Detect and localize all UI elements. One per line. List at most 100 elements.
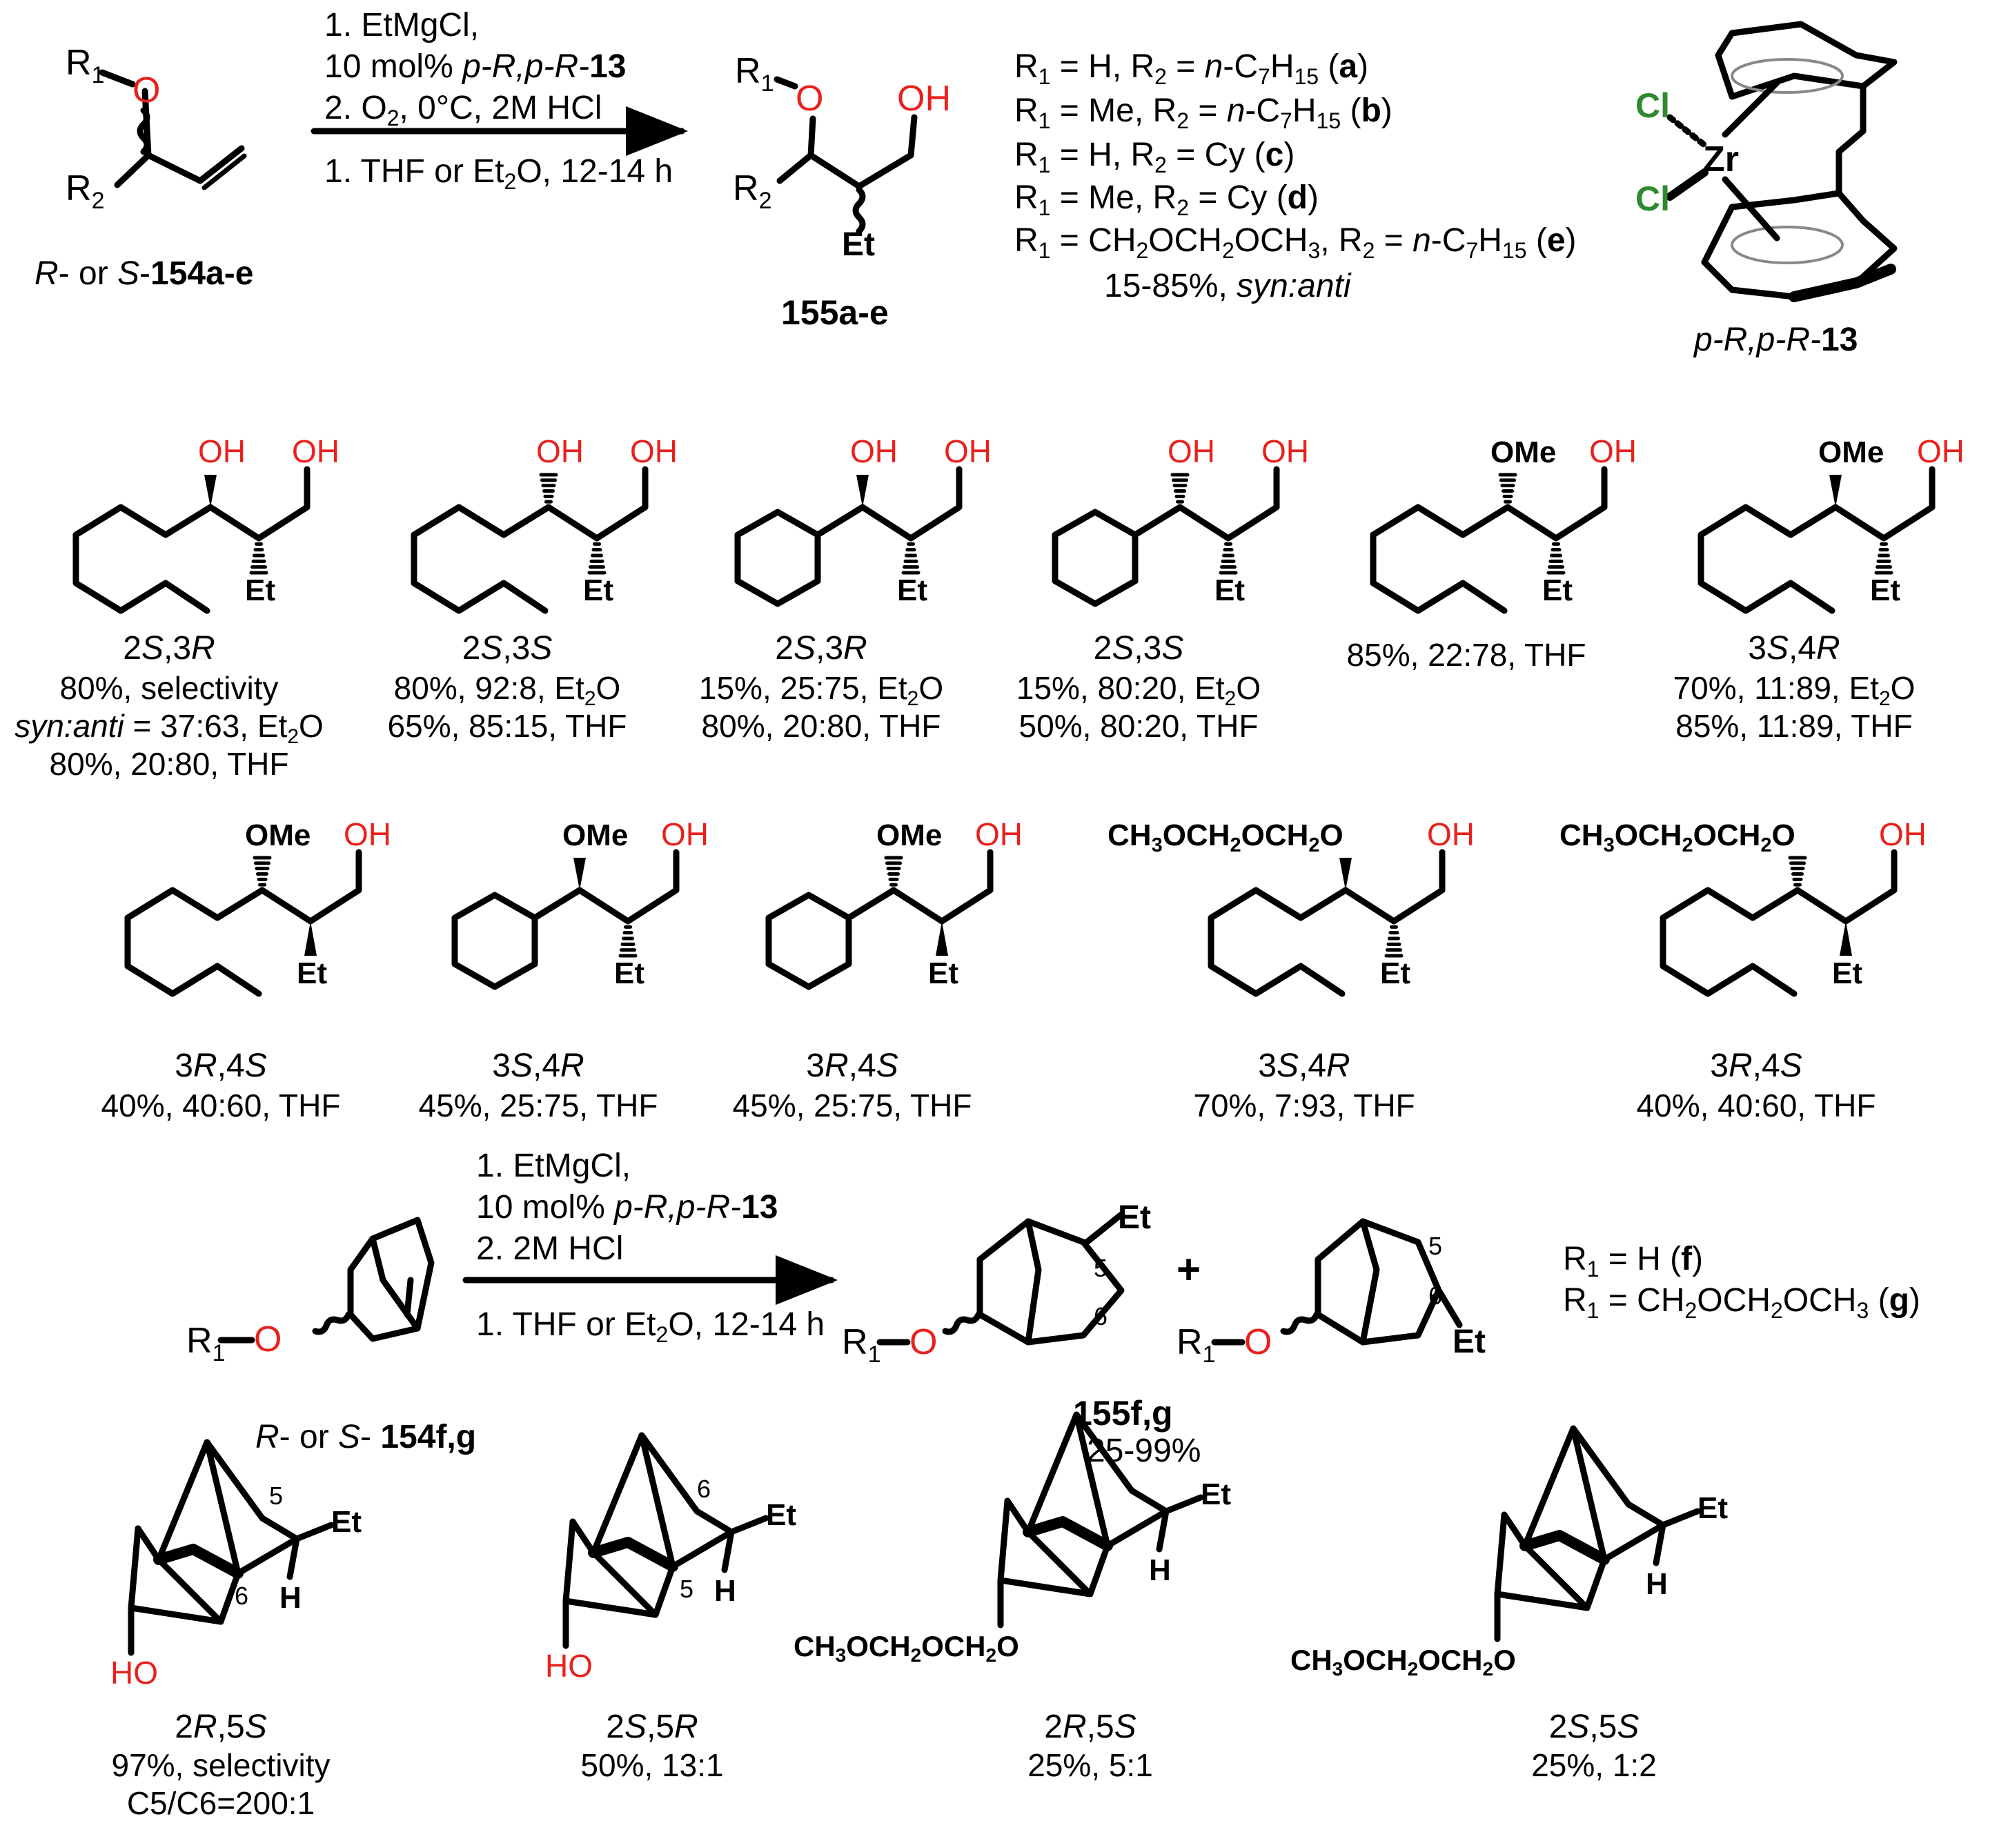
yield-selectivity-line: 80%, 20:80, THF [50, 746, 289, 782]
product-label-155fg: 155f,g [1073, 1394, 1173, 1433]
ethyl-label: Et [297, 956, 327, 990]
yield-selectivity-line: 70%, 7:93, THF [1193, 1088, 1415, 1123]
r1-atom-label: R1 [186, 1321, 225, 1366]
oxygen-atom: O [1244, 1322, 1272, 1362]
chain-bond [531, 887, 583, 921]
stereo-wedge-bond [1339, 858, 1352, 890]
hydroxyl-label: OH [344, 816, 391, 852]
hydroxyl-label: OH [850, 433, 898, 469]
ring-bond [1494, 1556, 1608, 1611]
catalyst-loading: 10 mol% p-R,p-R-13 [476, 1189, 778, 1226]
hydroxyl-label: OH [292, 433, 339, 469]
hydroxyl-label: OH [1879, 816, 1927, 852]
hydroxyl-label: HO [545, 1648, 593, 1684]
ethyl-label: Et [1870, 573, 1900, 607]
r1-atom-label: R1 [66, 43, 104, 88]
ring-bond [638, 1432, 735, 1535]
yield-selectivity-line: 25%, 1:2 [1531, 1747, 1657, 1783]
substituent-line-c: R1 = H, R2 = Cy (c) [1014, 137, 1295, 177]
ethyl-label: Et [897, 573, 927, 607]
stereo-configuration: 2S,3S [462, 630, 553, 667]
product-structure: OH Et OMe [1697, 433, 1965, 614]
yield-selectivity-line: 85%, 11:89, THF [1675, 708, 1912, 744]
stereo-configuration: 2S,3R [775, 630, 867, 667]
oxygen-atom: O [254, 1319, 282, 1359]
front-bond [153, 1544, 244, 1579]
chain-bond [814, 504, 866, 538]
ethyl-label: Et [1697, 1491, 1728, 1525]
ring-bond [997, 1497, 1011, 1584]
backbone-bond [259, 849, 362, 925]
mom-group-label: CH3OCH2OCH2O [794, 1630, 1019, 1666]
heptyl-chain [1208, 887, 1349, 997]
r2-atom-label: R2 [66, 168, 104, 214]
ring-bond [569, 1518, 659, 1618]
chlorine-atom: Cl [1635, 179, 1670, 218]
stereo-configuration: 3S,4R [1258, 1048, 1350, 1084]
yield-selectivity-line: 25%, 5:1 [1027, 1747, 1153, 1783]
ethyl-label: Et [766, 1498, 796, 1532]
heptyl-chain [1660, 887, 1801, 997]
yield-selectivity-line: 85%, 22:78, THF [1347, 637, 1586, 673]
zirconium-atom: Zr [1703, 139, 1739, 179]
backbone-bond [859, 466, 963, 542]
position-5-label: 5 [269, 1482, 283, 1510]
ethyl-label: Et [1118, 1199, 1151, 1236]
stereo-configuration: 2S,5S [1549, 1709, 1640, 1745]
stereo-wedge-bond [856, 475, 869, 507]
start-material-154fg: R1 O [186, 1217, 435, 1366]
yield-selectivity-line: 40%, 40:60, THF [101, 1088, 341, 1123]
hydrogen-label: H [714, 1574, 736, 1608]
yield-selectivity-line: 50%, 13:1 [580, 1747, 723, 1783]
methoxy-label: OMe [1818, 435, 1884, 469]
backbone-bond [1832, 466, 1936, 542]
yield-selectivity-line: 40%, 40:60, THF [1637, 1088, 1876, 1123]
ethyl-label: Et [842, 226, 875, 263]
oxygen-atom: O [796, 79, 823, 119]
ethyl-label: Et [1380, 956, 1410, 990]
ethyl-label: Et [928, 956, 958, 990]
yield-selectivity-line: 80%, selectivity [59, 670, 278, 706]
mom-group-label: CH3OCH2OCH2O [1559, 818, 1795, 856]
position-5-label: 5 [680, 1575, 693, 1603]
ethyl-label: Et [583, 573, 613, 607]
stereo-wedge-bond [1840, 921, 1852, 956]
r1-atom-label: R1 [1177, 1322, 1215, 1368]
stereo-configuration: 3R,4S [175, 1048, 266, 1084]
ring-bond [1104, 1508, 1170, 1549]
heptyl-chain [1370, 504, 1511, 614]
backbone-bond [576, 849, 680, 925]
ring-bond [235, 1535, 300, 1577]
yield-selectivity-line: C5/C6=200:1 [127, 1785, 315, 1821]
hydroxyl-label: OH [1917, 433, 1965, 469]
product-label-155ae: 155a-e [781, 293, 889, 332]
ethyl-label: Et [1832, 956, 1862, 990]
yield-selectivity-line: 45%, 25:75, THF [733, 1088, 972, 1123]
chlorine-atom: Cl [1635, 86, 1670, 125]
ring-bond [997, 1542, 1111, 1598]
hydrogen-label: H [1646, 1567, 1668, 1601]
stereo-configuration: 2R,5S [175, 1709, 266, 1745]
yield-selectivity-line: 80%, 20:80, THF [702, 708, 941, 744]
ring-bond [1073, 1411, 1170, 1515]
ring-bond [128, 1570, 242, 1625]
reagent-line: 1. EtMgCl, [324, 7, 479, 43]
backbone-bond [1342, 849, 1446, 925]
solvent-line: 1. THF or Et2O, 12-14 h [476, 1306, 825, 1347]
ethyl-label: Et [1214, 573, 1245, 607]
substituent-line-b: R1 = Me, R2 = n-C7H15 (b) [1014, 92, 1392, 133]
catalyst-loading: 10 mol% p-R,p-R-13 [324, 48, 627, 85]
ring-bond [128, 1525, 141, 1611]
hydroxyl-label: OH [536, 433, 584, 469]
ring-bond [1494, 1511, 1508, 1598]
ethyl-label: Et [1453, 1324, 1486, 1360]
